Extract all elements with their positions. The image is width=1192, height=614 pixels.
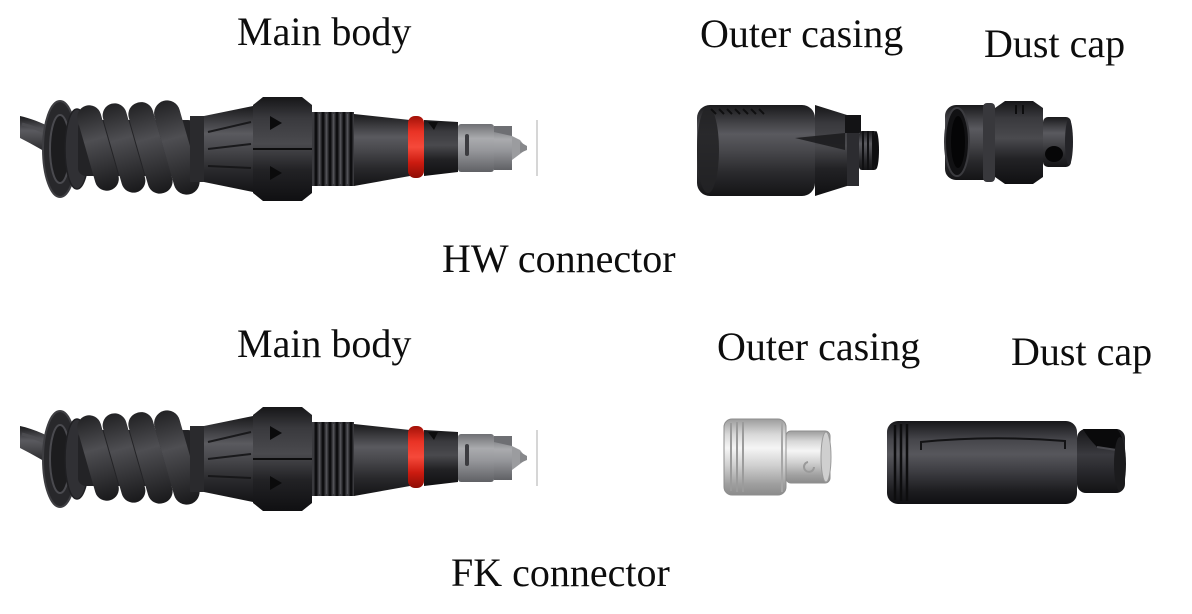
fk-main-body-image — [20, 402, 540, 514]
fk-outer-casing-image — [722, 418, 834, 496]
fk-dust-cap-label: Dust cap — [1011, 329, 1153, 374]
hw-outer-casing-label: Outer casing — [700, 11, 904, 56]
hw-main-body-image — [20, 92, 540, 204]
hw-connector-caption: HW connector — [442, 236, 676, 281]
hw-dust-cap-image — [943, 100, 1078, 185]
fk-main-body-label: Main body — [237, 321, 412, 366]
hw-dust-cap-label: Dust cap — [984, 21, 1126, 66]
fk-dust-cap-image — [885, 420, 1130, 505]
fk-connector-caption: FK connector — [451, 550, 670, 595]
hw-outer-casing-image — [695, 103, 880, 198]
hw-main-body-label: Main body — [237, 9, 412, 54]
fk-outer-casing-label: Outer casing — [717, 324, 921, 369]
